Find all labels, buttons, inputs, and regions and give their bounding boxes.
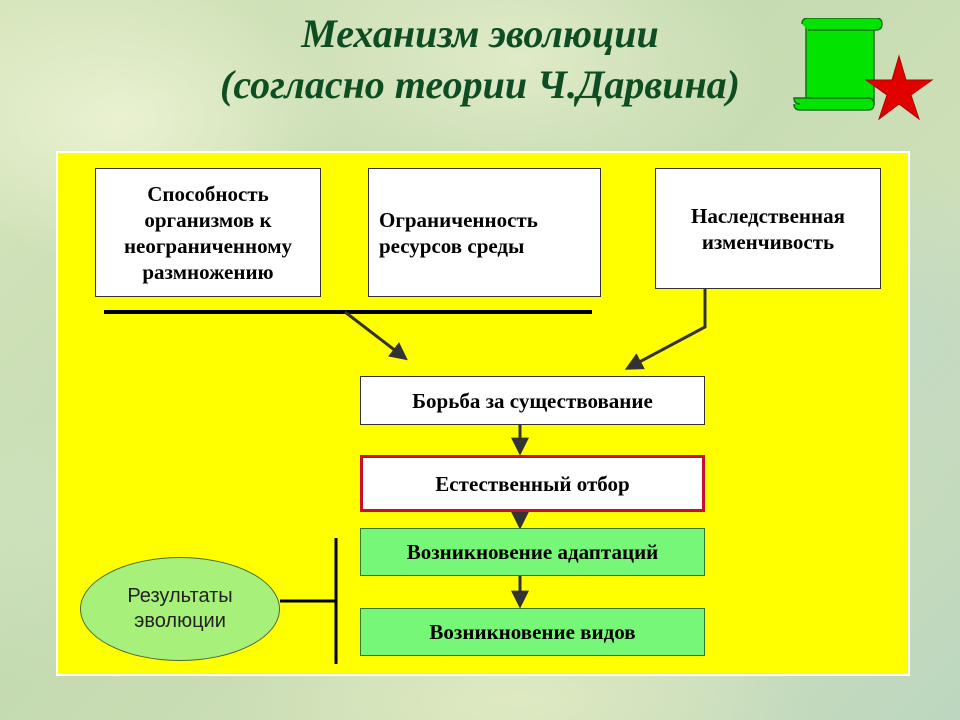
adaptations-box: Возникновение адаптаций: [360, 528, 705, 576]
factor-heredity-text: Наследственная изменчивость: [691, 203, 845, 254]
slide-title-line-1: Механизм эволюции: [301, 11, 659, 56]
factor-reproduction-text: Способность организмов к неограниченному…: [123, 181, 293, 284]
evolution-results-ellipse: Результаты эволюции: [80, 557, 280, 661]
struggle-for-existence-box: Борьба за существование: [360, 376, 705, 425]
arrow-heredity-to-struggle: [624, 289, 707, 370]
arrow-factors-to-struggle: [344, 310, 408, 361]
species-box: Возникновение видов: [360, 608, 705, 656]
natural-selection-box: Естественный отбор: [360, 455, 705, 512]
factor-box-resources: Ограниченность ресурсов среды: [368, 168, 601, 297]
evolution-results-text: Результаты эволюции: [127, 585, 233, 632]
factor-box-reproduction: Способность организмов к неограниченному…: [95, 168, 321, 297]
factor-resources-text: Ограниченность ресурсов среды: [379, 207, 538, 258]
star-icon: [864, 54, 934, 121]
slide-title-line-2: (согласно теории Ч.Дарвина): [220, 62, 740, 107]
factor-box-heredity: Наследственная изменчивость: [655, 168, 881, 289]
scroll-icon: [793, 18, 883, 111]
scroll-star-icon: [793, 18, 934, 121]
